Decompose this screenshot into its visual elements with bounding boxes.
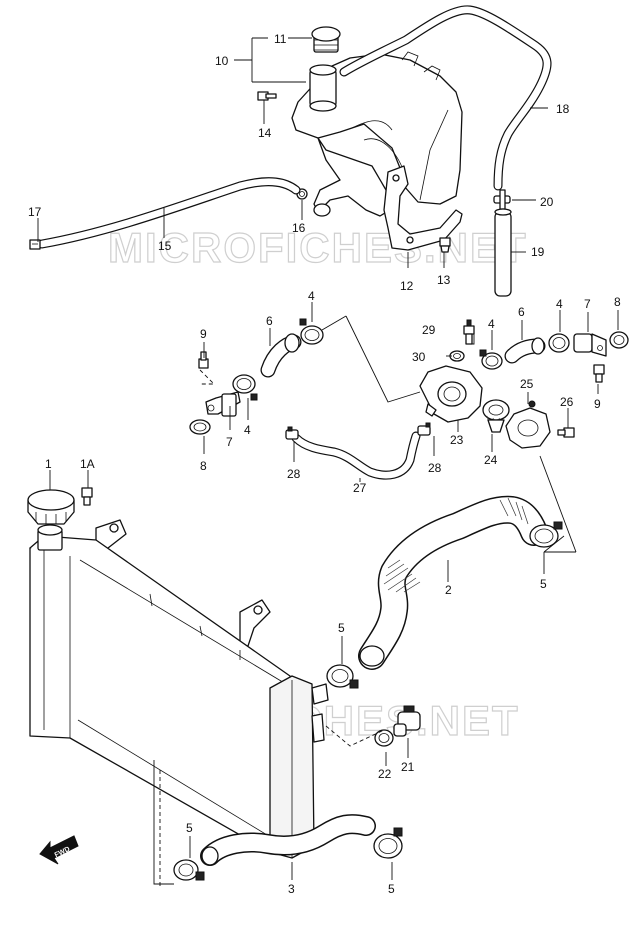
- dashed-alignment-lines: [159, 369, 385, 886]
- clamp-17: [29, 239, 41, 250]
- clamp-5-upper: [529, 521, 563, 548]
- callout-5-lower-right: 5: [388, 882, 395, 896]
- callout-21: 21: [401, 760, 415, 774]
- callout-1: 1: [45, 457, 52, 471]
- fitting-21: [393, 705, 421, 737]
- bolt-14: [257, 91, 277, 101]
- callout-19: 19: [531, 245, 545, 259]
- watermark-top: MICROFICHES.NET: [108, 224, 528, 271]
- callout-20: 20: [540, 195, 554, 209]
- callout-28-right: 28: [428, 461, 442, 475]
- reservoir-cap-11: [311, 26, 341, 53]
- callout-4-center: 4: [488, 317, 495, 331]
- callout-12: 12: [400, 279, 414, 293]
- callout-6-left: 6: [266, 314, 273, 328]
- fitting-7-left: [205, 391, 241, 417]
- callout-labels: 10 11 14 16 17 15 18 20 19 12 13 4 6 9 7…: [28, 32, 621, 896]
- radiator-filler-neck: [37, 524, 63, 551]
- joint-20: [493, 189, 511, 210]
- callout-23: 23: [450, 433, 464, 447]
- callout-8-left: 8: [200, 459, 207, 473]
- callout-4-lower-left: 4: [244, 423, 251, 437]
- callout-29: 29: [422, 323, 436, 337]
- callout-30: 30: [412, 350, 426, 364]
- thermostat-case-23: [419, 365, 483, 423]
- leader-lines: [37, 37, 619, 885]
- reservoir-filler-neck: [309, 64, 337, 112]
- clamp-5-lower-left: [173, 859, 205, 881]
- callout-9-right: 9: [594, 397, 601, 411]
- callout-5-upper: 5: [540, 577, 547, 591]
- bolt-9-right: [593, 364, 605, 383]
- callout-27: 27: [353, 481, 367, 495]
- clamp-4-lower-left: [232, 374, 258, 401]
- bolt-13: [439, 237, 451, 253]
- clamp-28-left: [285, 426, 299, 440]
- hose-19: [494, 208, 512, 297]
- hose-6-right: [504, 337, 546, 364]
- bolt-26: [557, 427, 575, 438]
- lower-hose-3: [200, 814, 376, 866]
- callout-8-right: 8: [614, 295, 621, 309]
- o-ring-8-right: [609, 331, 629, 349]
- bolt-1a: [81, 487, 93, 506]
- clamp-4-upper-left: [299, 318, 324, 345]
- reservoir-bracket-12: [383, 165, 463, 251]
- callout-6-right: 6: [518, 305, 525, 319]
- fitting-7-right: [573, 333, 607, 357]
- callout-5-lower-left: 5: [186, 821, 193, 835]
- thermostat-24: [482, 399, 510, 433]
- callout-5-middle: 5: [338, 621, 345, 635]
- callout-28-left: 28: [287, 467, 301, 481]
- radiator: [29, 519, 315, 859]
- clamp-5-middle: [326, 664, 359, 689]
- clamp-4-center: [479, 349, 503, 370]
- callout-25: 25: [520, 377, 534, 391]
- washer-30: [449, 350, 465, 362]
- callout-18: 18: [556, 102, 570, 116]
- o-ring-8-left: [189, 419, 211, 435]
- clamp-28-right: [417, 422, 431, 436]
- radiator-hose-2: [358, 495, 548, 670]
- overflow-hose-15: [37, 177, 301, 249]
- callout-16: 16: [292, 221, 306, 235]
- callout-1a: 1A: [80, 457, 95, 471]
- callout-4-right: 4: [556, 297, 563, 311]
- callout-11: 11: [274, 32, 287, 46]
- callout-24: 24: [484, 453, 498, 467]
- callout-15: 15: [158, 239, 172, 253]
- callout-7-left: 7: [226, 435, 233, 449]
- callout-3: 3: [288, 882, 295, 896]
- hose-6-left: [260, 333, 302, 378]
- breather-hose-18: [339, 5, 552, 191]
- radiator-outlet-pipes: [311, 683, 329, 743]
- callout-10: 10: [215, 54, 229, 68]
- callout-9-left: 9: [200, 327, 207, 341]
- callout-13: 13: [437, 273, 451, 287]
- bolt-9-left: [198, 351, 209, 369]
- callout-4-upper-left: 4: [308, 289, 315, 303]
- hose-27: [291, 431, 421, 480]
- o-ring-22: [374, 729, 394, 747]
- thermostat-cover-25: [505, 400, 551, 449]
- radiator-cap-1: [27, 489, 75, 525]
- callout-14: 14: [258, 126, 272, 140]
- fwd-arrow-icon: FWD: [39, 835, 79, 865]
- temp-sender-29: [463, 319, 475, 345]
- callout-17: 17: [28, 205, 42, 219]
- callout-26: 26: [560, 395, 574, 409]
- callout-22: 22: [378, 767, 392, 781]
- clamp-5-lower-right: [373, 827, 403, 859]
- clamp-4-right: [548, 333, 570, 353]
- callout-7-right: 7: [584, 297, 591, 311]
- callout-2: 2: [445, 583, 452, 597]
